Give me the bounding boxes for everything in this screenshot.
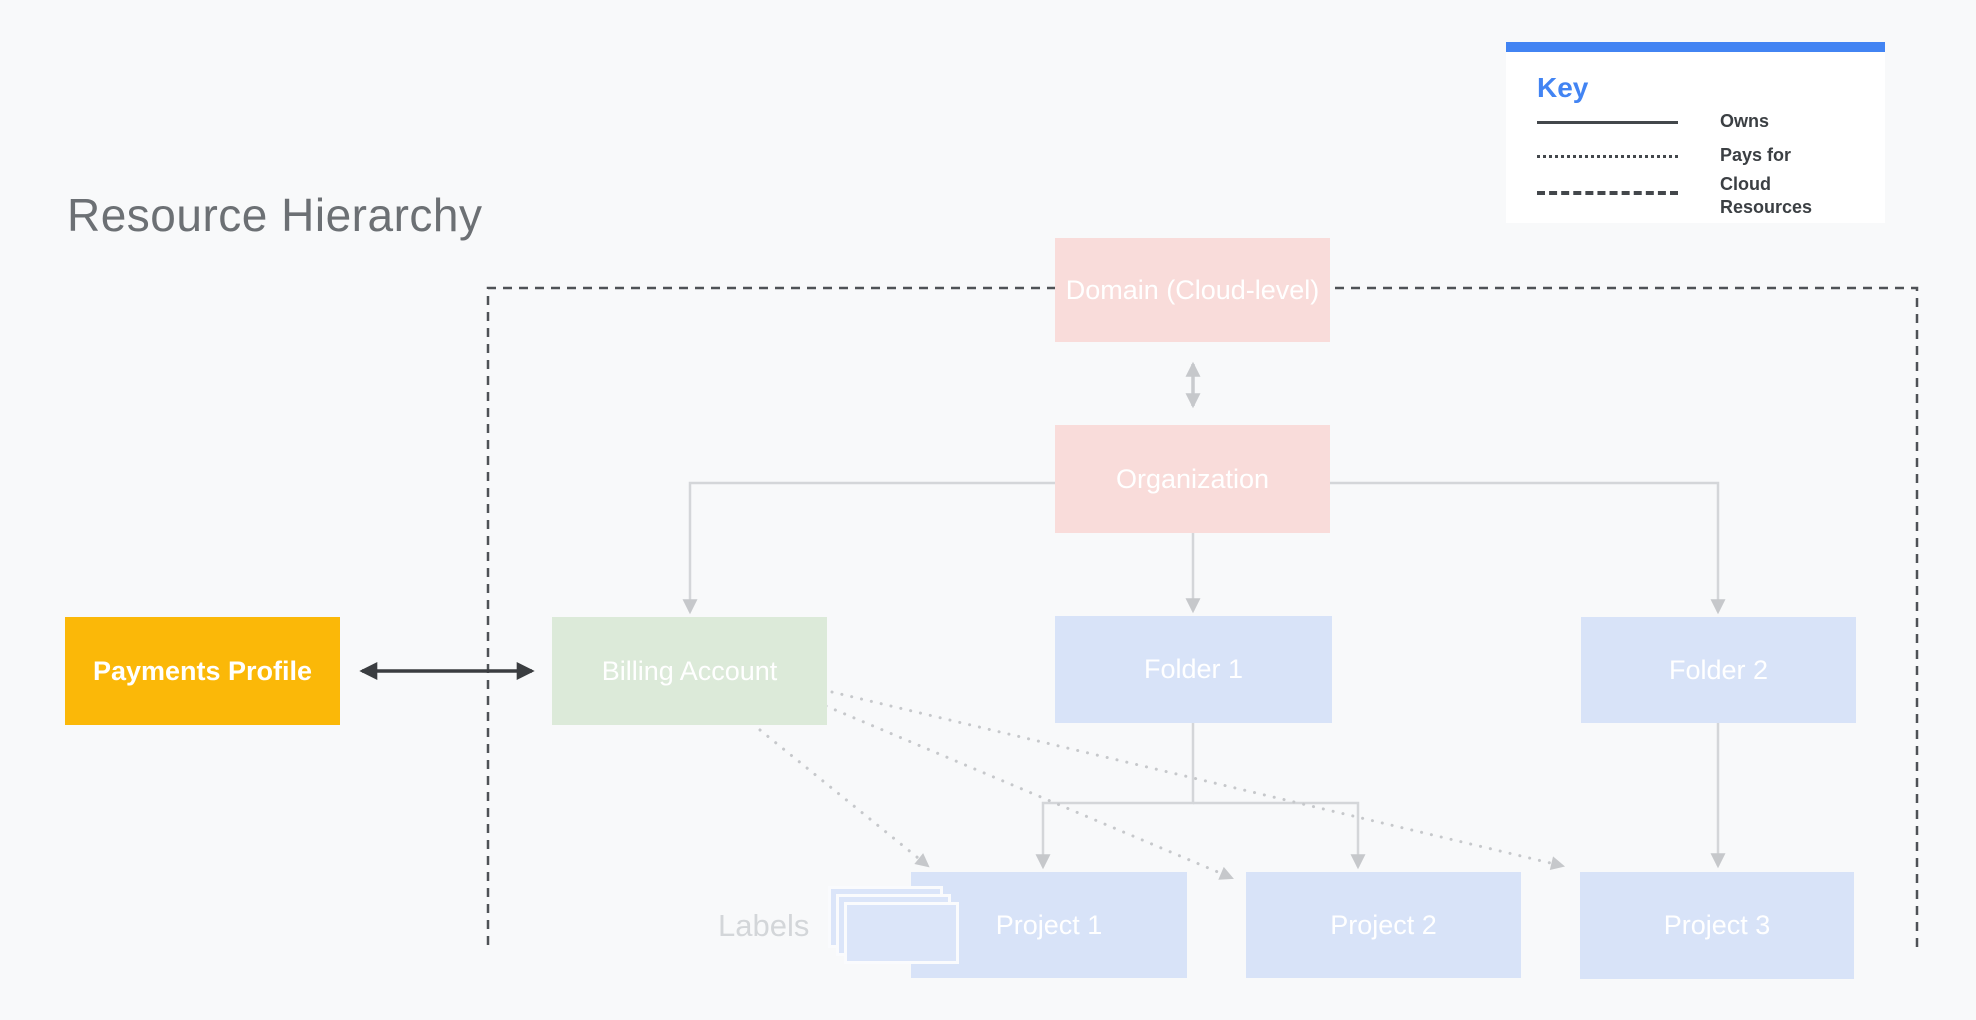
legend-owns-line-sample [1537,121,1678,124]
cloud-resources-boundary [486,286,1919,953]
node-folder-1: Folder 1 [1055,616,1332,723]
node-organization-label: Organization [1115,463,1270,494]
node-folder-2: Folder 2 [1581,617,1856,723]
folder1-project2-connector [1193,801,1366,870]
node-folder-1-label: Folder 1 [1143,654,1244,684]
page-title: Resource Hierarchy [67,189,483,241]
node-domain: Domain (Cloud-level) [1055,238,1330,342]
node-project-2: Project 2 [1246,872,1521,978]
billing-paysfor-project1 [758,728,930,868]
node-billing-account: Billing Account [552,617,827,725]
organization-billing-connector [682,481,1055,615]
folder1-project1-connector [1035,723,1195,870]
node-billing-account-label: Billing Account [601,655,778,686]
node-project-1-label: Project 1 [995,909,1103,940]
node-payments-profile: Payments Profile [65,617,340,725]
legend-panel: Key Owns Pays for Cloud Resources [1506,42,1885,223]
labels-caption: Labels [718,908,810,943]
node-project-3-label: Project 3 [1663,910,1771,940]
legend-paysfor-line-sample [1537,155,1678,158]
organization-folder2-connector [1330,481,1726,615]
node-project-2-label: Project 2 [1330,909,1437,940]
billing-paysfor-project2 [824,704,1234,880]
legend-cloudresources-line-sample [1537,191,1678,195]
node-domain-label: Domain (Cloud-level) [1065,274,1320,305]
legend-item-cloudresources: Cloud Resources [1720,174,1813,217]
node-organization: Organization [1055,425,1330,533]
labels-stack-icon [844,902,959,964]
node-folder-2-label: Folder 2 [1668,654,1769,685]
legend-accent-bar [1506,42,1885,52]
legend-item-owns: Owns [1720,111,1770,131]
billing-paysfor-project3 [830,690,1566,871]
node-payments-profile-label: Payments Profile [92,655,313,686]
legend-item-paysfor: Pays for [1720,145,1792,165]
legend-heading: Key [1537,72,1589,103]
node-project-3: Project 3 [1580,872,1854,979]
